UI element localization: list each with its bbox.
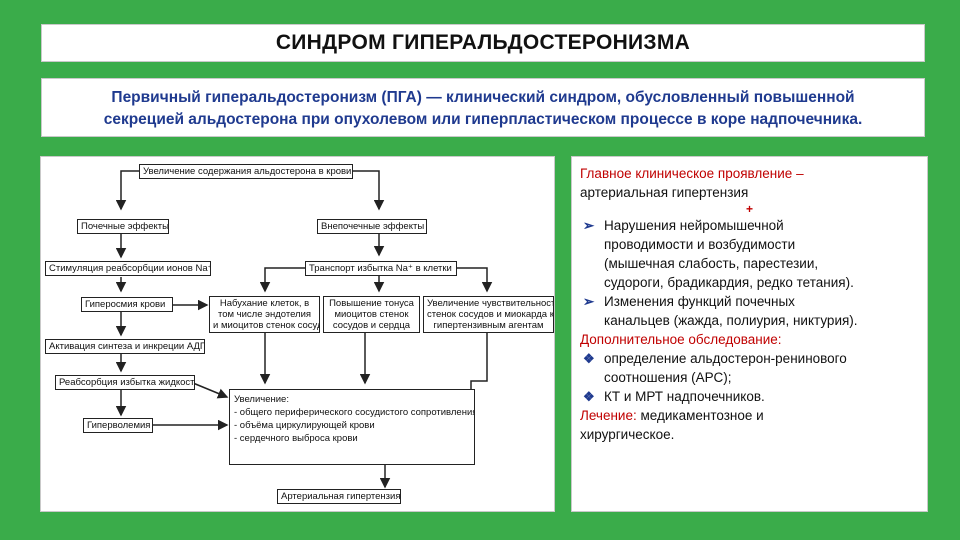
symptom-2-line-2: канальцев (жажда, полиурия, никтурия). bbox=[604, 313, 858, 328]
node-extrarenal-effects: Внепочечные эффекты bbox=[317, 219, 427, 234]
node-cell-swelling: Набухание клеток, в том числе эндотелия … bbox=[209, 296, 320, 333]
definition-line-2: секрецией альдостерона при опухолевом ил… bbox=[103, 111, 863, 128]
node-sensitivity-line-3: гипертензивным агентам bbox=[433, 320, 544, 331]
arrow-bullet-icon: ➢ bbox=[583, 294, 595, 309]
plus-sign: + bbox=[745, 202, 753, 216]
exam-1-line-2: соотношения (АРС); bbox=[604, 370, 732, 385]
node-vascular-tone-line-1: Повышение тонуса bbox=[329, 298, 414, 309]
node-sodium-reabsorption: Стимуляция реабсорбции ионов Na⁺ bbox=[45, 261, 211, 276]
node-increase-item-2: - объёма циркулирующей крови bbox=[234, 420, 375, 431]
exam-2-line-1: КТ и МРТ надпочечников. bbox=[604, 389, 765, 404]
node-adh-activation: Активация синтеза и инкреции АДГ bbox=[45, 339, 205, 354]
symptom-1-line-1: Нарушения нейромышечной bbox=[604, 218, 784, 233]
node-sodium-transport: Транспорт избытка Na⁺ в клетки bbox=[305, 261, 457, 276]
node-hypervolemia: Гиперволемия bbox=[83, 418, 153, 433]
treatment-value-line-2: хирургическое. bbox=[580, 427, 675, 442]
exam-1-line-1: определение альдостерон-ренинового bbox=[604, 351, 847, 366]
symptom-1-line-3: (мышечная слабость, парестезии, bbox=[604, 256, 819, 271]
definition-box: Первичный гиперальдостеронизм (ПГА) — кл… bbox=[41, 78, 925, 137]
symptom-2-line-1: Изменения функций почечных bbox=[604, 294, 795, 309]
arrow-bullet-icon: ➢ bbox=[583, 218, 595, 233]
node-aldosterone-increase: Увеличение содержания альдостерона в кро… bbox=[139, 164, 353, 179]
main-manifestation-value: артериальная гипертензия bbox=[580, 185, 749, 200]
node-renal-effects: Почечные эффекты bbox=[77, 219, 169, 234]
node-sensitivity-line-2: стенок сосудов и миокарда к bbox=[427, 309, 554, 320]
symptom-1-line-2: проводимости и возбудимости bbox=[604, 237, 796, 252]
node-increase-heading: Увеличение: bbox=[234, 394, 289, 405]
treatment-value: медикаментозное и bbox=[636, 408, 764, 423]
node-hyperosmia: Гиперосмия крови bbox=[81, 297, 173, 312]
main-manifestation-label: Главное клиническое проявление bbox=[580, 166, 793, 181]
definition-line-1: Первичный гиперальдостеронизм (ПГА) — кл… bbox=[111, 89, 855, 106]
node-increase-item-3: - сердечного выброса крови bbox=[234, 433, 358, 444]
symptom-item-neuromuscular: ➢ Нарушения нейромышечной проводимости и… bbox=[580, 216, 919, 292]
exam-item-arc: ❖ определение альдостерон-ренинового соо… bbox=[580, 349, 919, 387]
main-manifestation: Главное клиническое проявление – bbox=[580, 164, 919, 183]
node-increase-item-1: - общего периферического сосудистого соп… bbox=[234, 407, 475, 418]
pathogenesis-diagram: Увеличение содержания альдостерона в кро… bbox=[40, 156, 555, 512]
diamond-bullet-icon: ❖ bbox=[583, 351, 595, 366]
node-increase-list: Увеличение: - общего периферического сос… bbox=[229, 389, 475, 465]
node-cell-swelling-line-2: том числе эндотелия bbox=[217, 309, 312, 320]
node-vascular-tone: Повышение тонуса миоцитов стенок сосудов… bbox=[323, 296, 420, 333]
node-fluid-reabsorption: Реабсорбция избытка жидкости bbox=[55, 375, 195, 390]
node-cell-swelling-line-1: Набухание клеток, в bbox=[219, 298, 310, 309]
treatment-label: Лечение: bbox=[580, 408, 637, 423]
main-manifestation-dash: – bbox=[792, 166, 804, 181]
symptom-item-renal: ➢ Изменения функций почечных канальцев (… bbox=[580, 292, 919, 330]
additional-exam-label: Дополнительное обследование: bbox=[580, 332, 782, 347]
title-box: СИНДРОМ ГИПЕРАЛЬДОСТЕРОНИЗМА bbox=[41, 24, 925, 62]
diamond-bullet-icon: ❖ bbox=[583, 389, 595, 404]
exam-item-ct-mri: ❖ КТ и МРТ надпочечников. bbox=[580, 387, 919, 406]
symptom-1-line-4: судороги, брадикардия, редко тетания). bbox=[604, 275, 854, 290]
clinical-info-box: Главное клиническое проявление – артериа… bbox=[571, 156, 928, 512]
node-sensitivity-line-1: Увеличение чувствительности bbox=[427, 298, 554, 309]
node-cell-swelling-line-3: и миоцитов стенок сосудов bbox=[213, 320, 319, 331]
treatment: Лечение: медикаментозное и bbox=[580, 406, 919, 425]
node-vascular-tone-line-3: сосудов и сердца bbox=[332, 320, 411, 331]
node-arterial-hypertension: Артериальная гипертензия bbox=[277, 489, 401, 504]
node-sensitivity: Увеличение чувствительности стенок сосуд… bbox=[423, 296, 554, 333]
node-vascular-tone-line-2: миоцитов стенок bbox=[334, 309, 409, 320]
page-title: СИНДРОМ ГИПЕРАЛЬДОСТЕРОНИЗМА bbox=[275, 31, 691, 54]
